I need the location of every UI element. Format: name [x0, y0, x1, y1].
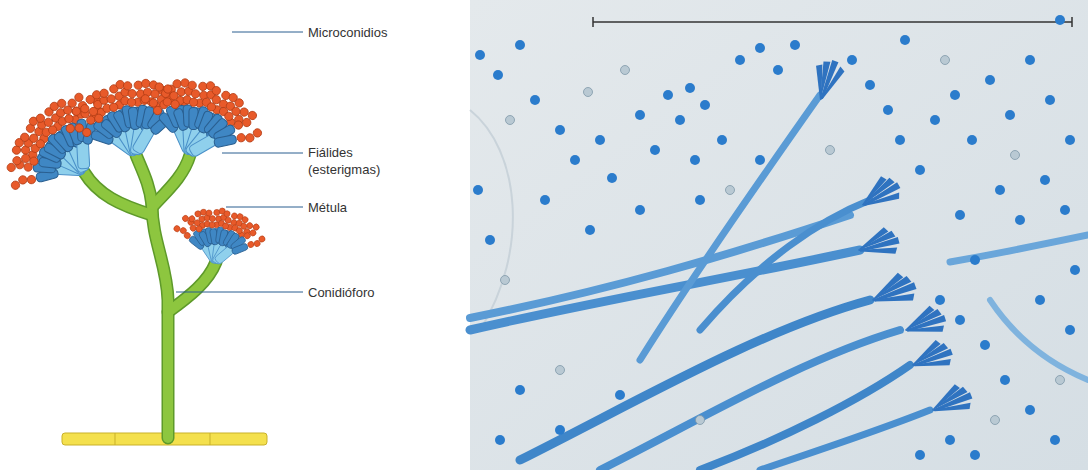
leader-lines — [176, 32, 303, 292]
part-label: Fiálides (esterigmas) — [308, 144, 396, 178]
part-label: Métula — [308, 199, 458, 216]
part-label: Conidióforo — [308, 284, 458, 301]
part-label: Microconidios — [308, 24, 458, 41]
